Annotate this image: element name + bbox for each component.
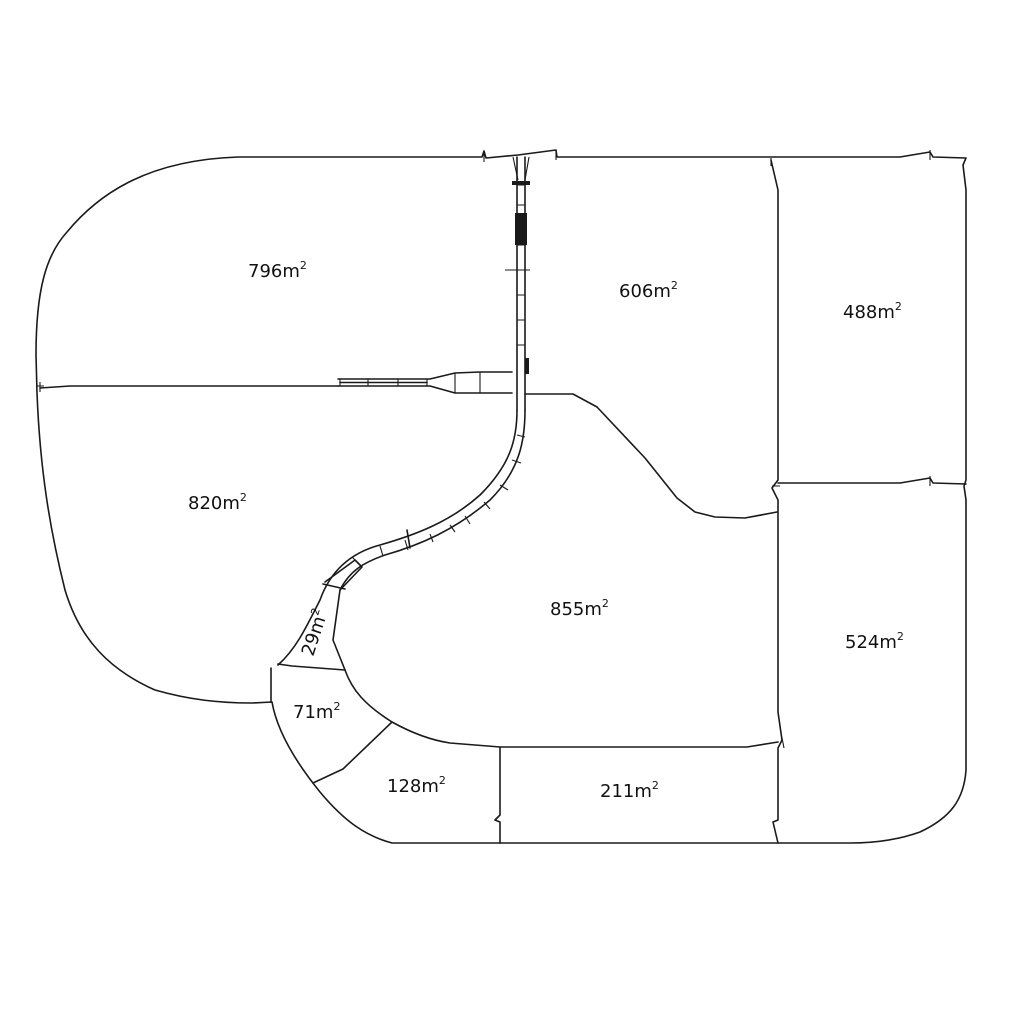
area-label-855: 855m2 — [550, 597, 609, 620]
lot-line-796-820 — [39, 385, 339, 389]
spine-block-1 — [515, 213, 527, 245]
lot-line-606-855 — [524, 393, 778, 519]
area-label-71: 71m2 — [293, 700, 340, 723]
road-junction-short — [406, 529, 411, 549]
lot-line-71-128 — [312, 721, 393, 784]
curved-road-ticks — [351, 434, 526, 568]
lot-line-855-bottom — [391, 721, 779, 748]
spine-block-3 — [525, 358, 529, 374]
curved-road-inner — [332, 409, 526, 671]
area-label-524: 524m2 — [845, 630, 904, 653]
spine-block-2 — [512, 181, 530, 185]
area-label-128: 128m2 — [387, 774, 446, 797]
lot-line-488-524 — [777, 477, 967, 485]
area-label-211: 211m2 — [600, 779, 659, 802]
area-label-29: 29m2 — [296, 606, 333, 658]
lot-line-curve-split — [324, 559, 363, 591]
curved-road-outer — [277, 409, 518, 666]
lot-line-128-211 — [494, 746, 501, 844]
spine-road-flare-top — [512, 156, 530, 181]
area-label-488: 488m2 — [843, 300, 902, 323]
lot-line-29-bottom — [277, 663, 346, 671]
outer-boundary — [35, 149, 967, 844]
lot-line-east-divider — [770, 159, 783, 844]
area-label-820: 820m2 — [188, 491, 247, 514]
lot-line-71-right — [344, 669, 393, 723]
area-label-796: 796m2 — [248, 259, 307, 282]
boundary-ticks — [36, 150, 931, 749]
area-label-606: 606m2 — [619, 279, 678, 302]
